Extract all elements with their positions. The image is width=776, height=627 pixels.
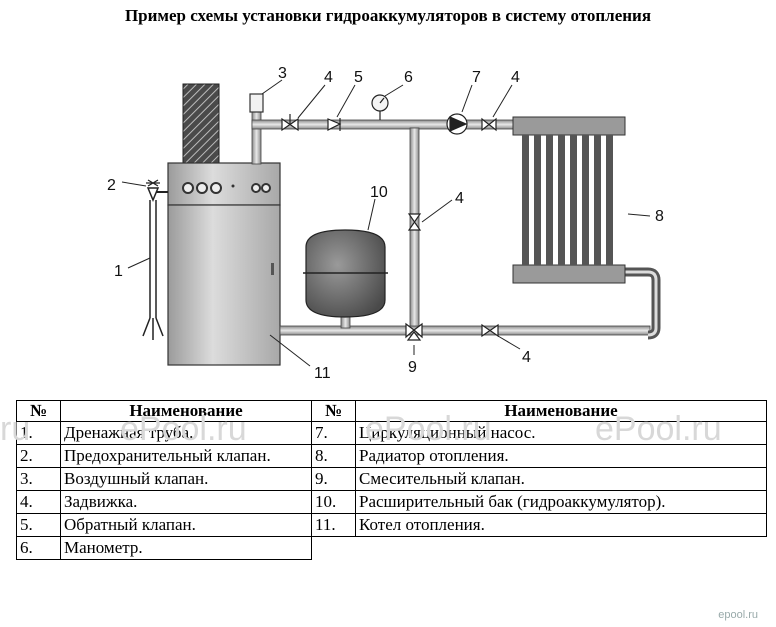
safety-valve-2 <box>146 179 168 193</box>
row-num: 10. <box>311 490 356 514</box>
col-name-header-2: Наименование <box>355 400 767 422</box>
callout-4a: 4 <box>324 69 333 86</box>
callout-1: 1 <box>114 263 123 280</box>
table-row: 3. Воздушный клапан. 9. Смесительный кла… <box>16 467 767 491</box>
row-name: Предохранительный клапан. <box>60 444 312 468</box>
callout-11: 11 <box>314 365 331 382</box>
radiator-8 <box>512 116 626 284</box>
radiator-return-loop <box>625 267 661 340</box>
callout-4c: 4 <box>455 190 464 207</box>
col-num-header-2: № <box>311 400 356 422</box>
callout-7: 7 <box>472 69 481 86</box>
row-num: 6. <box>16 536 61 560</box>
circulation-pump-7 <box>446 113 468 135</box>
row-num: 5. <box>16 513 61 537</box>
row-name: Дренажная труба. <box>60 421 312 445</box>
col-name-header: Наименование <box>60 400 312 422</box>
row-num: 9. <box>311 467 356 491</box>
row-num: 4. <box>16 490 61 514</box>
legend-table: № Наименование № Наименование 1. Дренажн… <box>16 400 767 560</box>
site-credit: epool.ru <box>718 609 758 621</box>
manometer-6 <box>371 94 389 120</box>
diagram-title: Пример схемы установки гидроаккумуляторо… <box>124 6 652 25</box>
row-num: 8. <box>311 444 356 468</box>
row-name: Радиатор отопления. <box>355 444 767 468</box>
callout-6: 6 <box>404 69 413 86</box>
empty-cell <box>312 537 356 560</box>
callout-4b: 4 <box>511 69 520 86</box>
gate-valve-4-bypass <box>407 213 422 231</box>
table-row: 2. Предохранительный клапан. 8. Радиатор… <box>16 444 767 468</box>
col-num-header: № <box>16 400 61 422</box>
table-row: 6. Манометр. <box>16 536 767 560</box>
callout-8: 8 <box>655 208 664 225</box>
mixing-valve-9 <box>405 322 423 341</box>
row-name: Котел отопления. <box>355 513 767 537</box>
boiler-11 <box>167 162 281 366</box>
table-row: 4. Задвижка. 10. Расширительный бак (гид… <box>16 490 767 514</box>
return-pipe <box>279 325 651 336</box>
legend-header-row: № Наименование № Наименование <box>16 400 767 422</box>
row-name: Расширительный бак (гидроаккумулятор). <box>355 490 767 514</box>
callout-10: 10 <box>370 184 388 201</box>
heating-system-diagram: 1 2 3 4 5 6 7 4 4 8 10 4 9 11 <box>107 65 664 382</box>
row-num: 1. <box>16 421 61 445</box>
callout-9: 9 <box>408 359 417 376</box>
gate-valve-4-return <box>481 323 499 338</box>
row-num: 2. <box>16 444 61 468</box>
row-num: 3. <box>16 467 61 491</box>
chimney <box>182 83 220 165</box>
table-row: 1. Дренажная труба. 7. Циркуляционный на… <box>16 421 767 445</box>
gate-valve-4-top-right <box>481 117 497 132</box>
table-row: 5. Обратный клапан. 11. Котел отопления. <box>16 513 767 537</box>
callout-4d: 4 <box>522 349 531 366</box>
row-name: Смесительный клапан. <box>355 467 767 491</box>
callout-2: 2 <box>107 177 116 194</box>
row-name: Обратный клапан. <box>60 513 312 537</box>
row-num: 7. <box>311 421 356 445</box>
row-name: Манометр. <box>60 536 312 560</box>
row-num: 11. <box>311 513 356 537</box>
row-name: Циркуляционный насос. <box>355 421 767 445</box>
air-valve-3 <box>249 93 264 113</box>
gate-valve-4-top-left <box>281 114 299 132</box>
check-valve-5 <box>327 118 342 131</box>
row-name: Задвижка. <box>60 490 312 514</box>
drain-pipe-1 <box>142 187 164 340</box>
row-name: Воздушный клапан. <box>60 467 312 491</box>
callout-3: 3 <box>278 65 287 82</box>
expansion-tank-10 <box>303 229 388 318</box>
empty-cell <box>356 537 767 560</box>
callout-5: 5 <box>354 69 363 86</box>
